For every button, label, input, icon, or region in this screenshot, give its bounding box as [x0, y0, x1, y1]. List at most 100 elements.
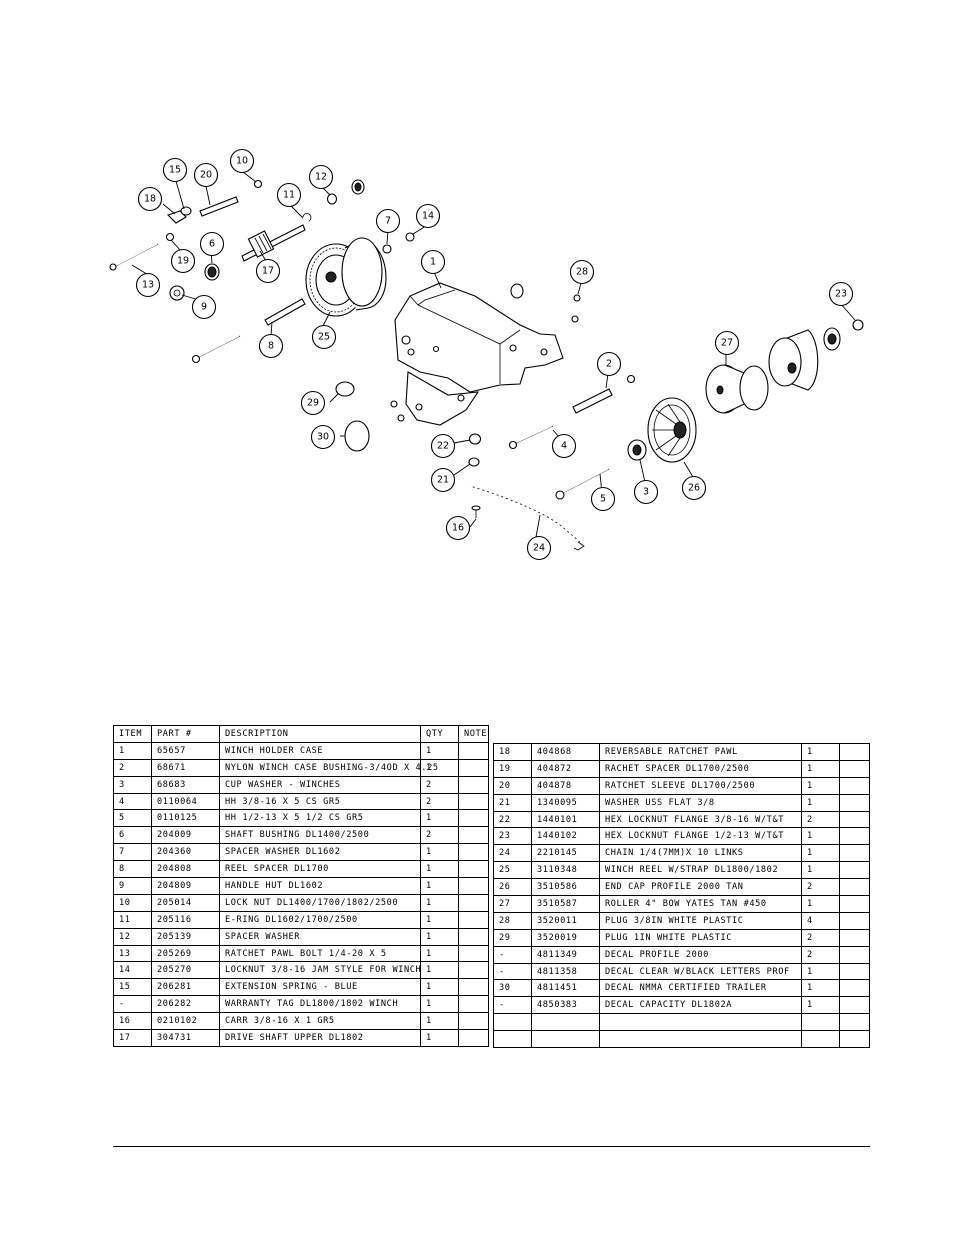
- callout-18: 18: [137, 186, 163, 212]
- qty-cell: 1: [801, 793, 840, 812]
- svg-text:7: 7: [385, 216, 391, 227]
- qty-cell: 2: [420, 792, 459, 811]
- description-cell: RATCHET SLEEVE DL1700/2500: [599, 776, 802, 795]
- description-cell: END CAP PROFILE 2000 TAN: [599, 878, 802, 897]
- svg-text:23: 23: [835, 289, 847, 300]
- part-number-cell: 4811349: [531, 945, 600, 964]
- item-cell: 1: [113, 741, 152, 760]
- item-cell: -: [493, 962, 532, 981]
- part-carriage-bolt: [471, 505, 481, 518]
- part-nut-right: [626, 374, 636, 384]
- svg-text:10: 10: [236, 156, 248, 167]
- note-cell: [839, 844, 870, 863]
- description-cell: WINCH HOLDER CASE: [219, 741, 421, 760]
- description-cell: RATCHET PAWL BOLT 1/4-20 X 5: [219, 944, 421, 963]
- svg-text:25: 25: [318, 332, 330, 343]
- note-cell: [458, 1012, 489, 1031]
- item-cell: 2: [113, 758, 152, 777]
- item-cell: 13: [113, 944, 152, 963]
- item-cell: 7: [113, 843, 152, 862]
- qty-cell: 1: [801, 827, 840, 846]
- description-cell: CUP WASHER - WINCHES: [219, 775, 421, 794]
- note-cell: [458, 877, 489, 895]
- svg-text:19: 19: [177, 256, 189, 267]
- note-cell: [458, 1029, 489, 1047]
- part-ratchet-pawl-bolt: [109, 243, 159, 271]
- description-cell: LOCKNUT 3/8-16 JAM STYLE FOR WINCH: [219, 961, 421, 980]
- item-cell: 4: [113, 792, 152, 811]
- note-cell: [458, 809, 489, 828]
- qty-cell: 2: [801, 810, 840, 829]
- description-cell: DECAL CAPACITY DL1802A: [599, 996, 802, 1015]
- description-cell: HEX LOCKNUT FLANGE 3/8-16 W/T&T: [599, 810, 802, 829]
- part-rachet-spacer: [165, 232, 175, 242]
- description-cell: REEL SPACER DL1700: [219, 860, 421, 879]
- part-bushing-top: [351, 179, 365, 195]
- part-lock-nut-10: [253, 179, 263, 189]
- qty-cell: 1: [420, 961, 459, 980]
- item-cell: 11: [113, 910, 152, 929]
- description-cell: EXTENSION SPRING - BLUE: [219, 978, 421, 997]
- callout-28: 28: [569, 259, 595, 285]
- part-number-cell: 205139: [151, 927, 220, 946]
- item-cell: 28: [493, 911, 532, 930]
- part-number-cell: 0210102: [151, 1012, 220, 1031]
- note-cell: [458, 775, 489, 794]
- part-bolt-5: [555, 468, 610, 500]
- part-number-cell: 206281: [151, 978, 220, 997]
- note-cell: [839, 776, 870, 795]
- part-ratchet-pawl: [166, 206, 192, 224]
- svg-text:28: 28: [576, 267, 588, 278]
- item-cell: 29: [493, 928, 532, 947]
- part-plug-small-a: [390, 400, 398, 408]
- item-cell: 12: [113, 927, 152, 946]
- qty-cell: 1: [420, 944, 459, 963]
- description-cell: ROLLER 4" BOW YATES TAN #450: [599, 895, 802, 913]
- item-cell: 16: [113, 1012, 152, 1031]
- part-decal-30: [344, 420, 370, 452]
- item-cell: 25: [493, 861, 532, 880]
- svg-text:24: 24: [533, 543, 545, 554]
- item-cell: -: [113, 995, 152, 1014]
- callout-6: 6: [199, 231, 225, 257]
- qty-cell: 1: [801, 844, 840, 863]
- qty-cell: [801, 1030, 840, 1049]
- part-number-cell: 205269: [151, 944, 220, 963]
- item-cell: 6: [113, 826, 152, 845]
- description-cell: RACHET SPACER DL1700/2500: [599, 759, 802, 778]
- note-cell: [839, 945, 870, 964]
- part-end-cap: [647, 397, 697, 463]
- svg-text:11: 11: [283, 190, 295, 201]
- callout-8: 8: [258, 333, 284, 359]
- part-plug-28b: [571, 315, 579, 323]
- svg-text:15: 15: [169, 165, 181, 176]
- part-number-cell: 3510586: [531, 878, 600, 897]
- item-cell: 26: [493, 878, 532, 897]
- qty-cell: 1: [801, 759, 840, 778]
- item-cell: 20: [493, 776, 532, 795]
- part-cup-washer: [627, 439, 647, 461]
- part-number-cell: 404872: [531, 759, 600, 778]
- svg-text:13: 13: [142, 280, 154, 291]
- note-cell: [839, 793, 870, 812]
- svg-text:12: 12: [315, 172, 327, 183]
- svg-text:30: 30: [317, 432, 329, 443]
- description-cell: CHAIN 1/4(7MM)X 10 LINKS: [599, 844, 802, 863]
- part-washer-21: [468, 457, 480, 467]
- item-cell: 22: [493, 810, 532, 829]
- note-cell: [839, 827, 870, 846]
- item-cell: 5: [113, 809, 152, 828]
- svg-text:17: 17: [262, 266, 274, 277]
- qty-cell: 1: [801, 743, 840, 761]
- callout-16: 16: [445, 515, 471, 541]
- part-number-cell: 3110348: [531, 861, 600, 880]
